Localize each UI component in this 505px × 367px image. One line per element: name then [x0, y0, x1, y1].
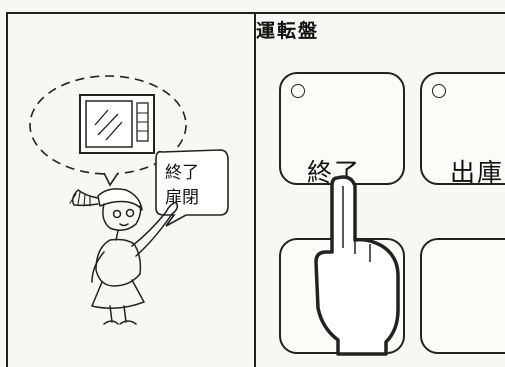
center-divider [254, 12, 256, 367]
woman-figure [69, 188, 179, 325]
panel-title: 運転盤 [256, 20, 320, 42]
thought-bubble-tail [103, 172, 119, 187]
thought-bubble [29, 75, 187, 175]
speech-text-line1: 終了 [165, 163, 199, 183]
indicator-lamp [432, 84, 446, 98]
left-border [6, 12, 8, 367]
button-label-line1: 出庫 [450, 158, 505, 187]
blank-button-2[interactable] [420, 238, 505, 354]
pointing-finger-icon [314, 175, 400, 356]
indicator-lamp [291, 84, 305, 98]
monitor-icon [79, 94, 155, 154]
speech-bubble [155, 149, 229, 227]
top-border [6, 12, 505, 14]
